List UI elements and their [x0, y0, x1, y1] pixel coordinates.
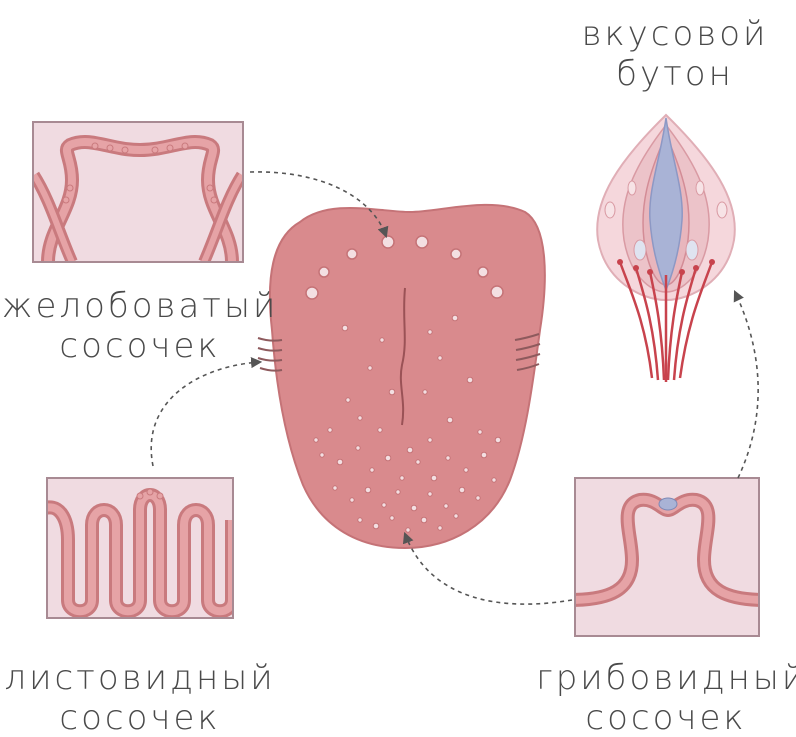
fungiform-dot: [464, 468, 468, 472]
label-fungiform-line2: сосочек: [536, 698, 796, 737]
label-fungiform: грибовидный сосочек: [536, 658, 796, 737]
fungiform-dot: [358, 518, 362, 522]
fungiform-dot: [476, 496, 480, 500]
fungiform-dot: [337, 459, 343, 465]
fungiform-dot: [495, 437, 501, 443]
fungiform-dot: [314, 438, 318, 442]
fungiform-dot: [390, 516, 394, 520]
fungiform-dot: [350, 498, 354, 502]
fungiform-dot: [446, 456, 450, 460]
fungiform-dot: [454, 514, 458, 518]
fungiform-dot: [428, 330, 432, 334]
fungiform-dot: [346, 398, 350, 402]
fungiform-dot: [467, 377, 473, 383]
fungiform-dot: [400, 476, 404, 480]
fungiform-dot: [333, 486, 337, 490]
fungiform-dot: [428, 438, 432, 442]
fungiform-dot: [459, 487, 465, 493]
arrow-foliate: [151, 362, 260, 466]
fungiform-dot: [481, 452, 487, 458]
label-taste-bud: вкусовой бутон: [560, 14, 790, 94]
label-foliate: листовидный сосочек: [0, 658, 280, 737]
fungiform-dot: [452, 315, 458, 321]
fungiform-dot: [358, 416, 362, 420]
fungiform-dot: [368, 366, 372, 370]
label-circumvallate-line2: сосочек: [0, 326, 280, 366]
fungiform-dot: [320, 453, 324, 457]
fungiform-dot: [378, 428, 382, 432]
fungiform-dot: [373, 523, 379, 529]
taste-bud-illustration: [597, 115, 735, 382]
fungiform-dot: [478, 430, 482, 434]
label-taste-bud-line2: бутон: [560, 54, 790, 94]
fungiform-dot: [328, 428, 332, 432]
fungiform-panel: [570, 478, 766, 636]
fungiform-dot: [385, 455, 391, 461]
tongue: [258, 205, 545, 548]
fungiform-dot: [423, 390, 427, 394]
fungiform-dot: [428, 492, 432, 496]
fungiform-dot: [356, 446, 360, 450]
fungiform-dot: [411, 505, 417, 511]
fungiform-dot: [365, 487, 371, 493]
arrow-taste-bud: [735, 292, 758, 478]
fungiform-dot: [406, 528, 410, 532]
fungiform-dot: [431, 475, 437, 481]
label-circumvallate: желобоватый сосочек: [0, 286, 280, 366]
taste-bud-marker: [659, 498, 677, 510]
fungiform-dot: [389, 389, 395, 395]
fungiform-dot: [380, 338, 384, 342]
fungiform-dot: [444, 504, 448, 508]
fungiform-dot: [438, 526, 442, 530]
label-fungiform-line1: грибовидный: [536, 658, 796, 698]
circumvallate-panel: [33, 122, 243, 262]
tongue-body: [270, 205, 545, 548]
label-foliate-line2: сосочек: [0, 698, 280, 737]
fungiform-dot: [370, 468, 374, 472]
fungiform-dot: [342, 325, 348, 331]
fungiform-dot: [407, 447, 413, 453]
fungiform-dot: [421, 517, 427, 523]
fungiform-dot: [447, 417, 453, 423]
fungiform-dot: [382, 503, 386, 507]
fungiform-dot: [416, 460, 420, 464]
label-foliate-line1: листовидный: [0, 658, 280, 698]
fungiform-dot: [438, 356, 442, 360]
label-taste-bud-line1: вкусовой: [560, 14, 790, 54]
foliate-panel: [40, 478, 233, 618]
fungiform-dot: [492, 478, 496, 482]
label-circumvallate-line1: желобоватый: [0, 286, 280, 326]
fungiform-dot: [396, 490, 400, 494]
